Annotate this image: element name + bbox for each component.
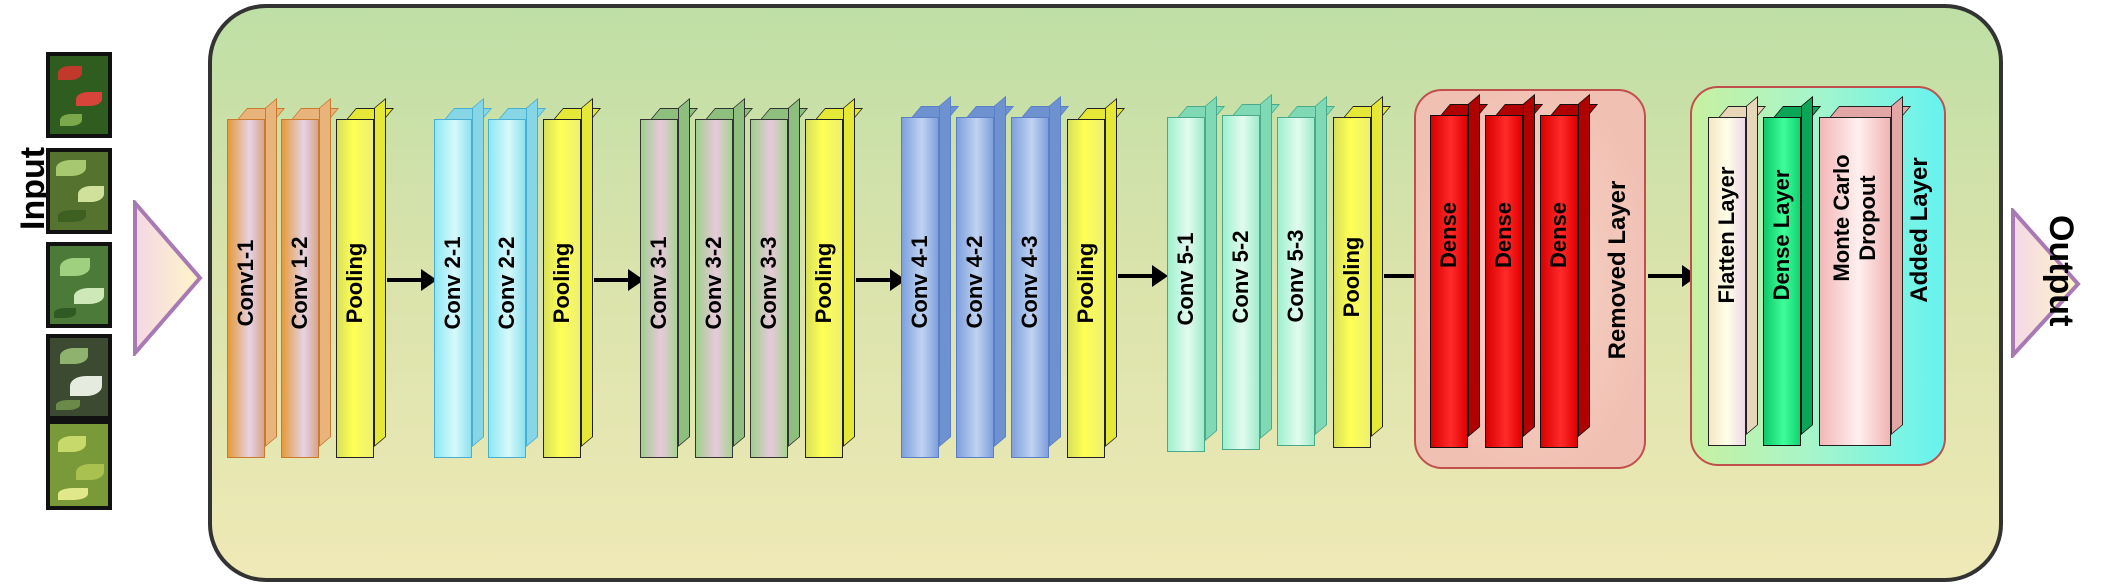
arrow-right-icon bbox=[1118, 265, 1168, 287]
input-image-4 bbox=[46, 334, 112, 420]
arrow-right-icon bbox=[594, 269, 644, 291]
pooling-5-label: Pooling bbox=[1339, 236, 1364, 318]
conv1-1-block: Conv1-1 bbox=[227, 97, 286, 458]
conv1-2-label: Conv 1-2 bbox=[287, 236, 312, 330]
conv5-2-label: Conv 5-2 bbox=[1228, 230, 1253, 324]
removed-layer-label: Removed Layer bbox=[1604, 180, 1631, 360]
conv5-2-block: Conv 5-2 bbox=[1222, 93, 1281, 450]
monte-carlo-line: Monte Carlo bbox=[1829, 154, 1854, 282]
dense-layer-block: Dense Layer bbox=[1763, 95, 1822, 446]
conv2-1-label: Conv 2-1 bbox=[440, 236, 465, 330]
conv3-3-block: Conv 3-3 bbox=[750, 97, 809, 458]
monte-carlo-dropout-label: Monte Carlo Dropout bbox=[1829, 155, 1881, 282]
pooling-3-block: Pooling bbox=[805, 97, 864, 458]
conv5-1-block: Conv 5-1 bbox=[1167, 95, 1226, 452]
conv4-3-label: Conv 4-3 bbox=[1017, 235, 1042, 329]
conv4-3-block: Conv 4-3 bbox=[1011, 95, 1070, 458]
conv2-2-label: Conv 2-2 bbox=[494, 236, 519, 330]
conv4-2-block: Conv 4-2 bbox=[956, 95, 1015, 458]
flatten-layer-label: Flatten Layer bbox=[1714, 166, 1739, 304]
output-label: Output bbox=[2042, 215, 2080, 327]
arrow-right-icon bbox=[387, 269, 437, 291]
dense-removed-2-block: Dense bbox=[1485, 93, 1544, 448]
conv2-1-block: Conv 2-1 bbox=[434, 97, 493, 458]
input-image-2 bbox=[46, 148, 112, 234]
pooling-4-block: Pooling bbox=[1067, 97, 1126, 458]
dense-layer-label: Dense Layer bbox=[1769, 169, 1794, 301]
flatten-layer-block: Flatten Layer bbox=[1708, 95, 1767, 446]
conv3-2-label: Conv 3-2 bbox=[701, 236, 726, 330]
pooling-1-block: Pooling bbox=[336, 97, 395, 458]
conv1-2-block: Conv 1-2 bbox=[281, 97, 340, 458]
input-image-3 bbox=[46, 242, 112, 328]
conv3-1-label: Conv 3-1 bbox=[646, 236, 671, 330]
pooling-1-label: Pooling bbox=[342, 242, 367, 324]
input-image-5 bbox=[46, 420, 112, 510]
monte-carlo-dropout-block: Monte Carlo Dropout bbox=[1819, 95, 1912, 446]
conv1-1-label: Conv1-1 bbox=[233, 239, 258, 327]
added-layer-label: Added Layer bbox=[1906, 157, 1933, 303]
input-triangle-icon bbox=[133, 200, 203, 356]
input-image-1 bbox=[46, 52, 112, 138]
conv3-3-label: Conv 3-3 bbox=[756, 236, 781, 330]
pooling-2-label: Pooling bbox=[549, 242, 574, 324]
conv4-1-label: Conv 4-1 bbox=[907, 235, 932, 329]
conv5-3-label: Conv 5-3 bbox=[1283, 229, 1308, 323]
conv4-2-label: Conv 4-2 bbox=[962, 235, 987, 329]
conv2-2-block: Conv 2-2 bbox=[488, 97, 547, 458]
pooling-2-block: Pooling bbox=[543, 97, 602, 458]
conv4-1-block: Conv 4-1 bbox=[901, 95, 960, 458]
conv3-1-block: Conv 3-1 bbox=[640, 97, 699, 458]
dense-removed-2-label: Dense bbox=[1491, 201, 1516, 268]
conv3-2-block: Conv 3-2 bbox=[695, 97, 754, 458]
pooling-4-label: Pooling bbox=[1073, 242, 1098, 324]
arrow-right-icon bbox=[856, 269, 906, 291]
conv5-3-block: Conv 5-3 bbox=[1277, 95, 1336, 446]
arrow-right-icon bbox=[1648, 265, 1698, 287]
output-triangle-icon bbox=[2011, 208, 2081, 358]
pooling-5-block: Pooling bbox=[1333, 95, 1392, 448]
dropout-line: Dropout bbox=[1855, 175, 1880, 261]
dense-removed-1-block: Dense bbox=[1430, 93, 1489, 448]
dense-removed-3-block: Dense bbox=[1540, 93, 1599, 448]
conv5-1-label: Conv 5-1 bbox=[1173, 232, 1198, 326]
pooling-3-label: Pooling bbox=[811, 242, 836, 324]
dense-removed-3-label: Dense bbox=[1546, 201, 1571, 268]
dense-removed-1-label: Dense bbox=[1436, 201, 1461, 268]
